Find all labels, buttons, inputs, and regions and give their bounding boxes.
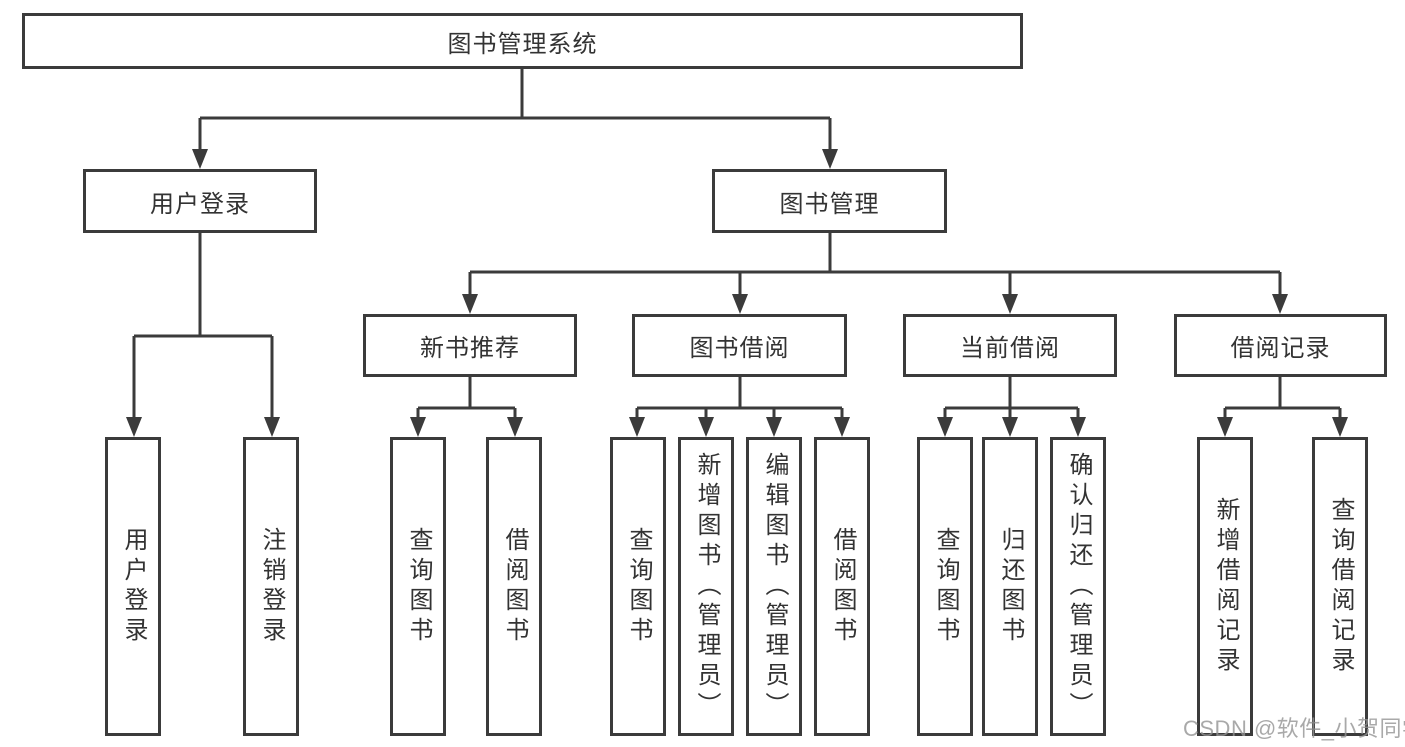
connector-line	[468, 233, 1282, 300]
connector-new-book-recommend-to-leaves	[410, 377, 523, 437]
leaf-label: 查询图书	[932, 526, 959, 647]
arrowhead	[1002, 417, 1018, 437]
leaf-query-borrow-record: 查询借阅记录	[1312, 437, 1368, 736]
arrowhead	[1332, 417, 1348, 437]
node-label: 新书推荐	[420, 335, 520, 362]
node-label: 当前借阅	[960, 335, 1060, 362]
node-root-library-system: 图书管理系统	[22, 13, 1023, 69]
leaf-add-borrow-record: 新增借阅记录	[1197, 437, 1253, 736]
leaf-label: 借阅图书	[829, 526, 856, 647]
arrowhead	[1272, 294, 1288, 314]
leaf-edit-book-admin: 编辑图书（管理员）	[746, 437, 802, 736]
connector-line	[416, 377, 517, 423]
leaf-label: 编辑图书（管理员）	[761, 451, 788, 722]
leaf-label: 查询借阅记录	[1327, 496, 1354, 677]
arrowhead	[507, 417, 523, 437]
connector-book-borrow-to-leaves	[629, 377, 850, 437]
arrowhead	[264, 417, 280, 437]
connector-line	[943, 377, 1080, 423]
arrowhead	[834, 417, 850, 437]
leaf-query-books-current: 查询图书	[917, 437, 973, 736]
connector-book-management-to-level3	[462, 233, 1288, 314]
arrowhead	[822, 149, 838, 169]
arrowhead	[698, 417, 714, 437]
node-label: 图书管理系统	[447, 30, 598, 58]
node-user-login: 用户登录	[83, 169, 317, 233]
node-label: 图书借阅	[689, 335, 790, 362]
leaf-user-login: 用户登录	[105, 437, 161, 736]
watermark-text: CSDN @软件_小贺同学	[1183, 716, 1405, 741]
arrowhead	[937, 417, 953, 437]
leaf-label: 新增借阅记录	[1212, 496, 1239, 677]
connector-line	[198, 69, 832, 155]
connector-line	[132, 233, 274, 423]
node-new-book-recommend: 新书推荐	[363, 314, 577, 377]
leaf-label: 新增图书（管理员）	[693, 451, 720, 722]
node-label: 图书管理	[779, 190, 880, 218]
node-book-borrow: 图书借阅	[632, 314, 847, 377]
leaf-label: 借阅图书	[501, 526, 528, 647]
leaf-confirm-return-admin: 确认归还（管理员）	[1050, 437, 1106, 736]
connector-current-borrow-to-leaves	[937, 377, 1086, 437]
arrowhead	[629, 417, 645, 437]
leaf-label: 注销登录	[258, 526, 285, 647]
arrowhead	[410, 417, 426, 437]
node-borrow-records: 借阅记录	[1174, 314, 1387, 377]
connector-root-to-level2	[192, 69, 838, 169]
leaf-borrow-books: 借阅图书	[814, 437, 870, 736]
connector-user-login-to-leaves	[126, 233, 280, 437]
leaf-label: 查询图书	[625, 526, 652, 647]
node-current-borrow: 当前借阅	[903, 314, 1117, 377]
arrowhead	[192, 149, 208, 169]
leaf-logout: 注销登录	[243, 437, 299, 736]
arrowhead	[732, 294, 748, 314]
leaf-label: 确认归还（管理员）	[1065, 451, 1092, 722]
leaf-query-books-recommend: 查询图书	[390, 437, 446, 736]
connector-line	[1223, 377, 1342, 423]
leaf-label: 查询图书	[405, 526, 432, 647]
leaf-query-books-borrow: 查询图书	[610, 437, 666, 736]
arrowhead	[1070, 417, 1086, 437]
arrowhead	[1002, 294, 1018, 314]
leaf-add-book-admin: 新增图书（管理员）	[678, 437, 734, 736]
connector-borrow-records-to-leaves	[1217, 377, 1348, 437]
leaf-label: 归还图书	[997, 526, 1024, 647]
arrowhead	[126, 417, 142, 437]
leaf-label: 用户登录	[120, 526, 147, 647]
node-book-management: 图书管理	[712, 169, 947, 233]
leaf-borrow-books-recommend: 借阅图书	[486, 437, 542, 736]
node-label: 用户登录	[150, 190, 250, 218]
node-label: 借阅记录	[1230, 335, 1331, 362]
arrowhead	[766, 417, 782, 437]
leaf-return-book: 归还图书	[982, 437, 1038, 736]
arrowhead	[462, 294, 478, 314]
arrowhead	[1217, 417, 1233, 437]
connector-line	[635, 377, 844, 423]
